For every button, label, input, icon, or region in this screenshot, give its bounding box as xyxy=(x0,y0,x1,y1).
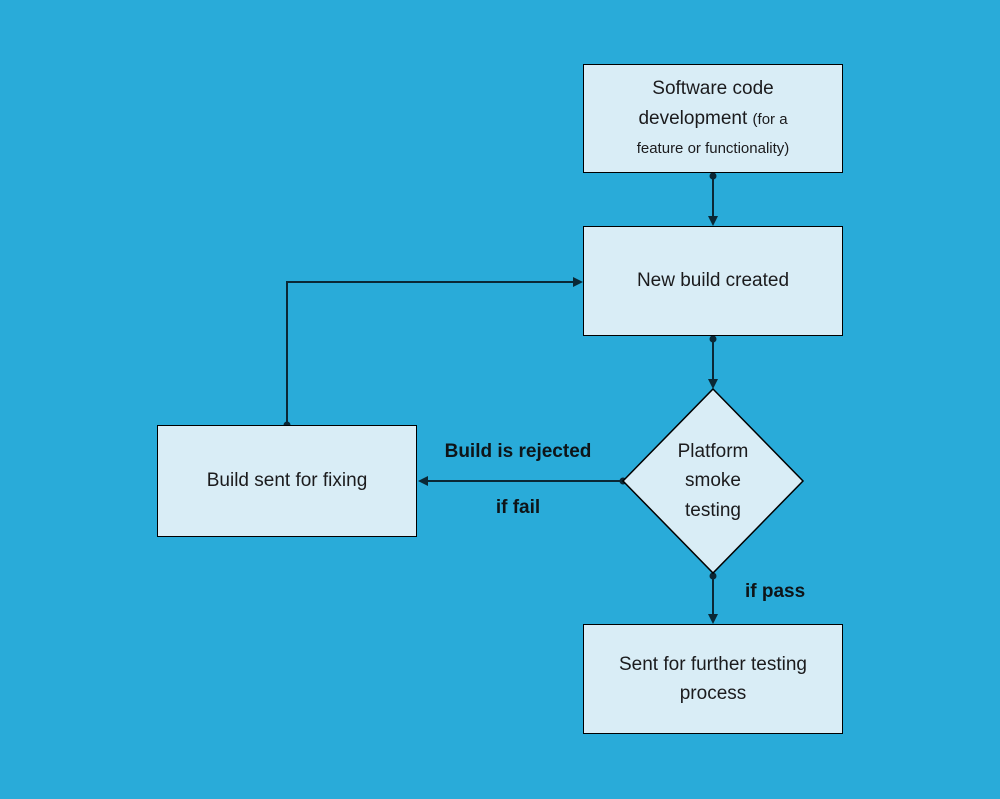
edge-label-if-fail: if fail xyxy=(495,497,541,518)
edge-label-build-rejected: Build is rejected xyxy=(444,441,592,462)
edge-fixing-to-newbuild xyxy=(283,277,583,429)
node-build-sent-for-fixing: Build sent for fixing xyxy=(157,425,417,537)
node-sent-for-further-testing: Sent for further testing process xyxy=(583,624,843,734)
node-software-development-label: Software code development (for a feature… xyxy=(614,74,812,162)
node-new-build-created-label: New build created xyxy=(636,270,790,292)
edge-dev-to-newbuild xyxy=(708,172,718,226)
node-new-build-created: New build created xyxy=(583,226,843,336)
node-sent-for-further-testing-label: Sent for further testing process xyxy=(619,653,807,704)
node-smoke-testing-label: Platform smoke testing xyxy=(677,440,749,521)
node-text-note: (for a feature or functionality) xyxy=(636,110,790,158)
node-build-sent-for-fixing-label: Build sent for fixing xyxy=(206,470,368,492)
edge-newbuild-to-smoketest xyxy=(708,335,718,389)
edge-smoketest-to-fixing xyxy=(418,476,627,486)
node-text-main: Software code development xyxy=(638,78,774,129)
edge-smoketest-to-further xyxy=(708,572,718,624)
edge-label-if-pass: if pass xyxy=(745,581,806,602)
node-software-development: Software code development (for a feature… xyxy=(583,64,843,173)
node-smoke-testing-shape xyxy=(621,387,805,575)
node-smoke-testing: Platform smoke testing xyxy=(623,389,803,573)
